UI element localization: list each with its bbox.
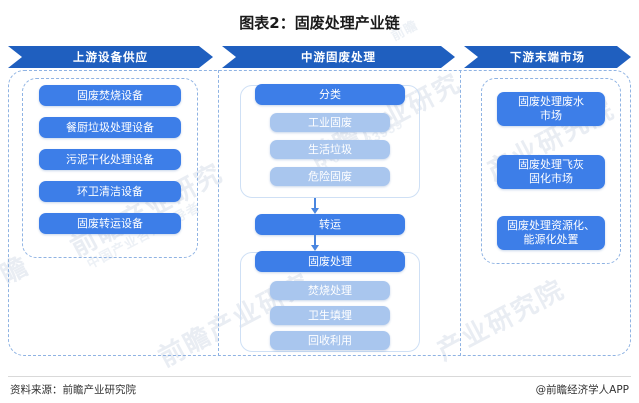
upstream-item-2[interactable]: 餐厨垃圾处理设备 bbox=[39, 117, 181, 138]
downstream-item-2-label: 固废处理飞灰 固化市场 bbox=[518, 158, 584, 185]
column-header-midstream: 中游固废处理 bbox=[222, 46, 455, 68]
column-header-downstream: 下游末端市场 bbox=[464, 46, 631, 68]
classify-item-2[interactable]: 生活垃圾 bbox=[270, 140, 390, 159]
column-divider-right bbox=[460, 70, 461, 356]
downstream-group bbox=[481, 78, 621, 264]
upstream-item-3[interactable]: 污泥干化处理设备 bbox=[39, 149, 181, 170]
classify-item-3[interactable]: 危险固废 bbox=[270, 167, 390, 186]
page-title: 图表2：固废处理产业链 bbox=[239, 14, 400, 32]
classify-item-1[interactable]: 工业固废 bbox=[270, 113, 390, 132]
footer-divider bbox=[8, 376, 631, 377]
treatment-item-3[interactable]: 回收利用 bbox=[270, 331, 390, 350]
source-label: 资料来源：前瞻产业研究院 bbox=[10, 384, 136, 396]
transfer-box[interactable]: 转运 bbox=[255, 214, 405, 235]
brand-label: @前瞻经济学人APP bbox=[535, 384, 629, 396]
column-divider-left bbox=[218, 70, 219, 356]
downstream-item-3[interactable]: 固废处理资源化、 能源化处置 bbox=[497, 216, 605, 250]
column-header-upstream: 上游设备供应 bbox=[8, 46, 213, 68]
upstream-group bbox=[22, 78, 198, 258]
connector-transfer-treatment bbox=[314, 235, 316, 247]
downstream-item-3-label: 固废处理资源化、 能源化处置 bbox=[507, 219, 595, 246]
arrow-down-icon bbox=[311, 245, 319, 251]
downstream-item-2[interactable]: 固废处理飞灰 固化市场 bbox=[497, 155, 605, 189]
upstream-item-5[interactable]: 固废转运设备 bbox=[39, 213, 181, 234]
treatment-item-1[interactable]: 焚烧处理 bbox=[270, 281, 390, 300]
connector-classify-transfer bbox=[314, 198, 316, 210]
upstream-item-4[interactable]: 环卫清洁设备 bbox=[39, 181, 181, 202]
treatment-header[interactable]: 固废处理 bbox=[255, 251, 405, 272]
upstream-item-1[interactable]: 固废焚烧设备 bbox=[39, 85, 181, 106]
classify-header[interactable]: 分类 bbox=[255, 84, 405, 105]
diagram-frame bbox=[8, 70, 631, 356]
downstream-item-1[interactable]: 固废处理废水 市场 bbox=[497, 92, 605, 126]
treatment-item-2[interactable]: 卫生填埋 bbox=[270, 306, 390, 325]
arrow-down-icon bbox=[311, 208, 319, 214]
downstream-item-1-label: 固废处理废水 市场 bbox=[518, 95, 584, 122]
